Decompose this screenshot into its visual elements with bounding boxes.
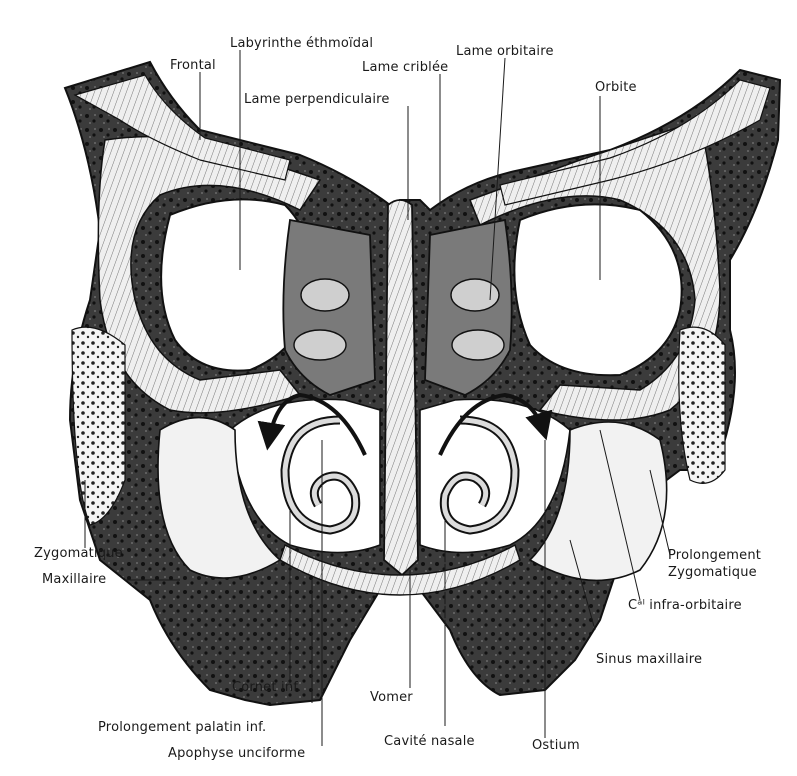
nasal-septum <box>384 200 418 575</box>
label-lame-perpendiculaire: Lame perpendiculaire <box>244 92 390 107</box>
label-zygomatique: Zygomatique <box>34 546 123 561</box>
right-orbit <box>514 204 681 375</box>
label-sinus-maxillaire: Sinus maxillaire <box>596 652 702 667</box>
label-vomer: Vomer <box>370 690 413 705</box>
label-orbite: Orbite <box>595 80 637 95</box>
label-lame-orbitaire: Lame orbitaire <box>456 44 554 59</box>
label-prolongement-zygomatique: Zygomatique <box>668 565 757 580</box>
right-zygomatic-region <box>679 327 725 483</box>
left-ethmoid-cell-lower <box>294 330 346 360</box>
label-cavite-nasale: Cavité nasale <box>384 734 475 749</box>
label-ostium: Ostium <box>532 738 580 753</box>
label-maxillaire: Maxillaire <box>42 572 106 587</box>
label-apophyse-unciforme: Apophyse unciforme <box>168 746 305 761</box>
label-prolongement: Prolongement <box>668 548 761 563</box>
right-ethmoid-cell-upper <box>451 279 499 311</box>
right-ethmoid-cell-lower <box>452 330 504 360</box>
label-labyrinthe-ethmoidal: Labyrinthe éthmoïdal <box>230 36 373 51</box>
label-lame-criblee: Lame criblée <box>362 60 448 75</box>
label-cornet-inf: Cornet inf. <box>232 680 301 695</box>
label-prolongement-palatin: Prolongement palatin inf. <box>98 720 266 735</box>
left-ethmoid-cell-upper <box>301 279 349 311</box>
label-frontal: Frontal <box>170 58 216 73</box>
label-canal-infra-orbitaire: Cᵃˡ infra-orbitaire <box>628 598 742 613</box>
